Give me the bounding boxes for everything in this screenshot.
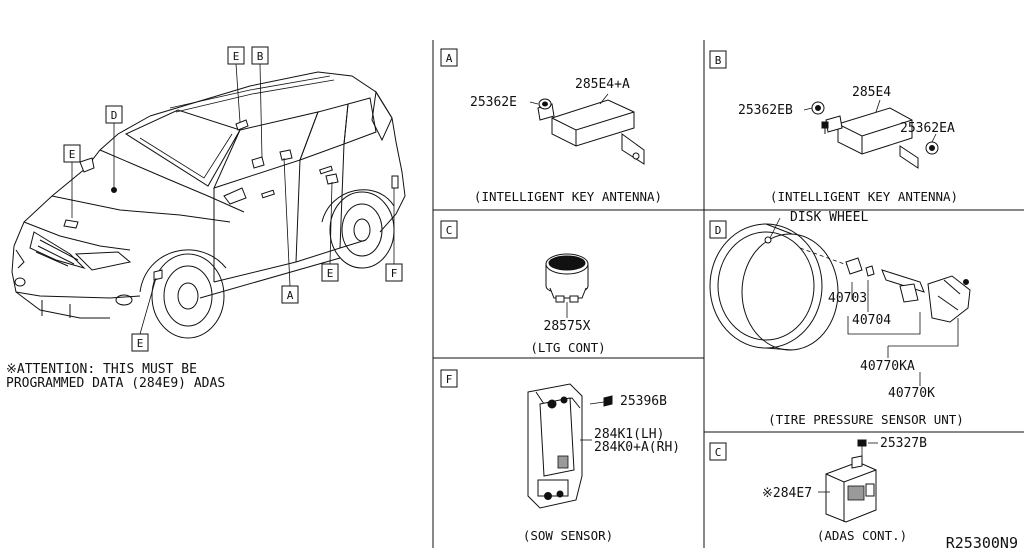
- panel-c-adas: C 25327B ※284E7 (ADAS CONT.): [709, 436, 927, 543]
- callout-A: A: [281, 285, 299, 304]
- svg-text:F: F: [391, 267, 398, 280]
- svg-text:E: E: [137, 337, 144, 350]
- panel-b: B 285E4 25362EB 25362EA (INTELLIGENT KEY…: [709, 50, 958, 204]
- svg-text:A: A: [287, 289, 294, 302]
- panel-d-letter: D: [715, 224, 722, 237]
- panel-c1-letter: C: [446, 224, 453, 237]
- callout-E-top: E: [227, 46, 245, 65]
- panel-c2-caption: (ADAS CONT.): [817, 528, 907, 543]
- attention-note-line2: PROGRAMMED DATA (284E9) ADAS: [6, 376, 225, 391]
- part-25362EA: 25362EA: [900, 121, 955, 136]
- panel-a-caption: (INTELLIGENT KEY ANTENNA): [474, 189, 662, 204]
- part-284K1-LH: 284K1(LH): [594, 427, 664, 442]
- panel-c-ltg: C 28575X (LTG CONT): [440, 220, 606, 355]
- panel-b-caption: (INTELLIGENT KEY ANTENNA): [770, 189, 958, 204]
- part-25362EB: 25362EB: [738, 103, 793, 118]
- part-25327B: 25327B: [880, 436, 927, 451]
- part-28575X: 28575X: [544, 319, 591, 334]
- part-40770K: 40770K: [888, 386, 935, 401]
- attention-note-line1: ※ATTENTION: THIS MUST BE: [6, 362, 197, 377]
- panel-grid: [432, 40, 1024, 548]
- part-285E4-A: 285E4+A: [575, 77, 630, 92]
- panel-f-letter: F: [446, 373, 453, 386]
- svg-text:E: E: [233, 50, 240, 63]
- panel-b-letter: B: [715, 54, 722, 67]
- panel-f: F 25396B 284K1(LH) 284K0+A(RH) (SOW SENS…: [440, 369, 680, 543]
- callout-E-rear-door: E: [321, 263, 339, 282]
- callout-F: F: [385, 263, 403, 282]
- callout-E-hood: E: [63, 144, 81, 163]
- svg-text:D: D: [111, 109, 118, 122]
- part-40770KA: 40770KA: [860, 359, 915, 374]
- part-40703: 40703: [828, 291, 867, 306]
- panel-d-caption: (TIRE PRESSURE SENSOR UNT): [768, 412, 964, 427]
- callout-D: D: [105, 105, 123, 124]
- part-25396B: 25396B: [620, 394, 667, 409]
- panel-c1-caption: (LTG CONT): [530, 340, 605, 355]
- vehicle-illustration: [11, 63, 406, 339]
- part-25362E: 25362E: [470, 95, 517, 110]
- panel-a: A 285E4+A 25362E (INTELLIGENT KEY ANTENN…: [440, 48, 662, 204]
- svg-text:E: E: [69, 148, 76, 161]
- callout-E-front-fender: E: [131, 333, 149, 352]
- part-284E7: ※284E7: [762, 486, 812, 501]
- panel-c2-letter: C: [715, 446, 722, 459]
- drawing-number: R25300N9: [946, 534, 1018, 552]
- svg-text:E: E: [327, 267, 334, 280]
- callout-B: B: [251, 46, 269, 65]
- panel-f-caption: (SOW SENSOR): [523, 528, 613, 543]
- svg-text:B: B: [257, 50, 264, 63]
- part-disk-wheel: DISK WHEEL: [790, 210, 868, 225]
- part-284K0-A-RH: 284K0+A(RH): [594, 440, 680, 455]
- panel-d: D DISK WHEEL 40703 40704 40770KA 40770K …: [709, 210, 971, 427]
- part-285E4: 285E4: [852, 85, 891, 100]
- panel-a-letter: A: [446, 52, 453, 65]
- part-40704: 40704: [852, 313, 891, 328]
